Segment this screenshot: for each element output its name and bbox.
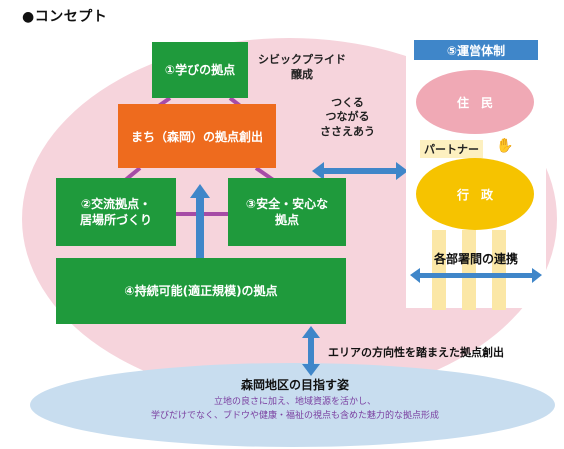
sustainable-hub-box: ④持続可能(適正規模)の拠点 bbox=[56, 258, 346, 324]
area-direction-label: エリアの方向性を踏まえた拠点創出 bbox=[328, 346, 504, 359]
learning-hub-box: ①学びの拠点 bbox=[152, 42, 248, 98]
vertical-double-arrow bbox=[302, 326, 320, 376]
goal-description-2: 学びだけでなく、ブドウや健康・福祉の視点も含めた魅力的な拠点形成 bbox=[150, 411, 439, 421]
machi-hub-box: まち（森岡）の拠点創出 bbox=[118, 104, 276, 168]
safety-hub-label-1: ③安全・安心な bbox=[245, 196, 329, 211]
goal-description-1: 立地の良さに加え、地域資源を活かし、 bbox=[213, 397, 376, 407]
goal-title: 森岡地区の目指す姿 bbox=[240, 378, 349, 392]
tsukuru-line-3: ささえあう bbox=[320, 124, 375, 138]
handshake-icon: ✋ bbox=[496, 138, 514, 154]
exchange-hub-label-2: 居場所づくり bbox=[79, 213, 152, 227]
page-title: ●コンセプト bbox=[22, 9, 108, 25]
pillar bbox=[462, 230, 476, 310]
tsukuru-line-2: つながる bbox=[325, 110, 370, 124]
civic-pride-line-1: シビックプライド bbox=[258, 53, 346, 66]
exchange-hub-box: ②交流拠点・ 居場所づくり bbox=[56, 178, 176, 246]
civic-pride-line-2: 醸成 bbox=[291, 68, 313, 82]
admin-circle: 行 政 bbox=[416, 158, 534, 230]
civic-pride-label: シビックプライド 醸成 bbox=[258, 52, 346, 83]
tsukuru-label: つくる つながる ささえあう bbox=[320, 96, 375, 139]
exchange-hub-label-1: ②交流拠点・ bbox=[80, 196, 152, 211]
dept-collaboration-label: 各部署間の連携 bbox=[433, 252, 518, 266]
pillar bbox=[432, 230, 446, 310]
resident-circle: 住 民 bbox=[416, 70, 534, 134]
safety-hub-label-2: 拠点 bbox=[274, 213, 299, 227]
tsukuru-line-1: つくる bbox=[331, 96, 364, 109]
safety-hub-box: ③安全・安心な 拠点 bbox=[228, 178, 346, 246]
dept-double-arrow bbox=[410, 268, 542, 283]
horizontal-double-arrow bbox=[312, 162, 408, 180]
pillar bbox=[492, 230, 506, 310]
vertical-arrow bbox=[190, 184, 210, 258]
management-title: ⑤運営体制 bbox=[414, 40, 538, 60]
goal-ellipse bbox=[30, 363, 555, 447]
partner-label: パートナー bbox=[420, 140, 483, 158]
